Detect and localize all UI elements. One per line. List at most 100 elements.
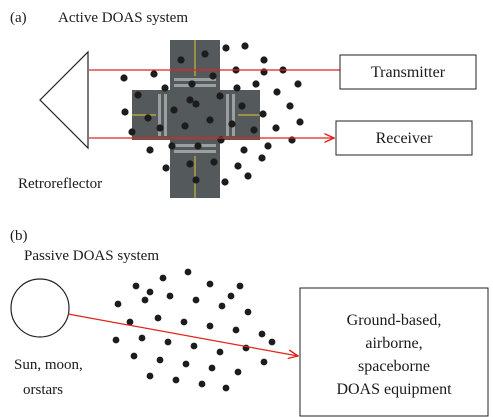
particle-dot	[234, 162, 242, 170]
particle-dot	[184, 268, 192, 276]
particle-dot	[206, 322, 214, 330]
particle-dot	[222, 44, 230, 52]
particle-dot	[260, 358, 268, 366]
particle-dot	[162, 164, 170, 172]
receiver-box	[335, 120, 473, 156]
particle-dot	[227, 292, 235, 300]
panel-a-tag: (a)	[10, 10, 27, 26]
particle-dot	[296, 118, 304, 126]
panel-a-title: Active DOAS system	[58, 10, 188, 26]
particle-dot	[138, 334, 146, 342]
light-source-label-line2: orstars	[23, 382, 63, 398]
particle-dot	[233, 84, 241, 92]
particle-dot	[177, 56, 185, 64]
particle-dot	[218, 302, 226, 310]
particle-dot	[168, 142, 176, 150]
particle-dot	[181, 122, 189, 130]
particle-dot	[201, 50, 209, 58]
particle-dot	[114, 300, 122, 308]
particle-dot	[150, 70, 158, 78]
particle-dot	[241, 42, 249, 50]
particle-dot	[146, 288, 154, 296]
particle-dot	[186, 160, 194, 168]
particle-dot	[132, 282, 140, 290]
particle-dot	[180, 318, 188, 326]
particle-dot	[236, 282, 244, 290]
retroreflector-label: Retroreflector	[18, 176, 102, 192]
particle-dot	[221, 178, 229, 186]
particle-dot	[208, 364, 216, 372]
receiver-label: Receiver	[376, 130, 434, 147]
particle-dot	[192, 296, 200, 304]
light-source-label-line1: Sun, moon,	[14, 357, 83, 373]
particle-dot	[273, 88, 281, 96]
particle-dot	[234, 368, 242, 376]
particle-dot	[141, 296, 149, 304]
equipment-label-line2: airborne,	[365, 335, 422, 352]
equipment-label-line1: Ground-based,	[347, 312, 442, 329]
particle-dot	[206, 116, 214, 124]
particle-dot	[258, 154, 266, 162]
particle-dot	[240, 146, 248, 154]
equipment-label-line4: DOAS equipment	[336, 381, 452, 398]
doas-equipment-box	[299, 287, 489, 417]
particle-dot	[286, 102, 294, 110]
panel-b-title: Passive DOAS system	[24, 248, 159, 264]
particle-dot	[146, 372, 154, 380]
particle-dot	[210, 158, 218, 166]
retroreflector-icon	[39, 50, 89, 150]
particle-dot	[170, 106, 178, 114]
particle-dot	[188, 80, 196, 88]
panel-b-tag: (b)	[10, 228, 28, 244]
particle-dot	[166, 292, 174, 300]
particle-dot	[192, 100, 200, 108]
particle-dot	[146, 146, 154, 154]
particle-dot	[272, 124, 280, 132]
particle-dot	[252, 80, 260, 88]
panel-a: (a) Active DOAS system	[10, 10, 477, 198]
particle-dot	[259, 110, 267, 118]
particle-dot	[260, 56, 268, 64]
particle-dot	[228, 120, 236, 128]
particle-dot	[156, 356, 164, 364]
particle-dot	[198, 380, 206, 388]
particle-dot	[268, 338, 276, 346]
particles-a	[120, 42, 304, 186]
particle-dot	[156, 124, 164, 132]
particle-dot	[192, 176, 200, 184]
particle-dot	[206, 280, 214, 288]
particle-dot	[182, 360, 190, 368]
transmitter-label: Transmitter	[371, 64, 446, 81]
particle-dot	[134, 91, 142, 99]
transmitter-box	[339, 54, 477, 90]
particle-dot	[238, 102, 246, 110]
particle-dot	[250, 126, 258, 134]
particle-dot	[232, 326, 240, 334]
equipment-label-line3: spaceborne	[358, 358, 430, 375]
panel-b: (b) Passive DOAS system Sun, moon, orsta…	[10, 228, 489, 417]
particle-dot	[121, 108, 129, 116]
sun-icon	[10, 278, 70, 338]
particle-dot	[159, 274, 167, 282]
particle-dot	[244, 172, 252, 180]
particle-dot	[154, 314, 162, 322]
particle-dot	[194, 142, 202, 150]
particle-dot	[216, 348, 224, 356]
particle-dot	[190, 342, 198, 350]
particle-dot	[120, 74, 128, 82]
particle-dot	[222, 384, 230, 392]
particle-dot	[144, 114, 152, 122]
particle-dot	[128, 128, 136, 136]
particle-dot	[130, 352, 138, 360]
particle-dot	[112, 336, 120, 344]
particle-dot	[258, 330, 266, 338]
particle-dot	[172, 376, 180, 384]
sunlight-ray	[67, 313, 298, 356]
particle-dot	[161, 84, 169, 92]
particle-dot	[126, 318, 134, 326]
particles-b	[112, 268, 276, 392]
particle-dot	[209, 72, 217, 80]
particle-dot	[244, 308, 252, 316]
particle-dot	[264, 142, 272, 150]
